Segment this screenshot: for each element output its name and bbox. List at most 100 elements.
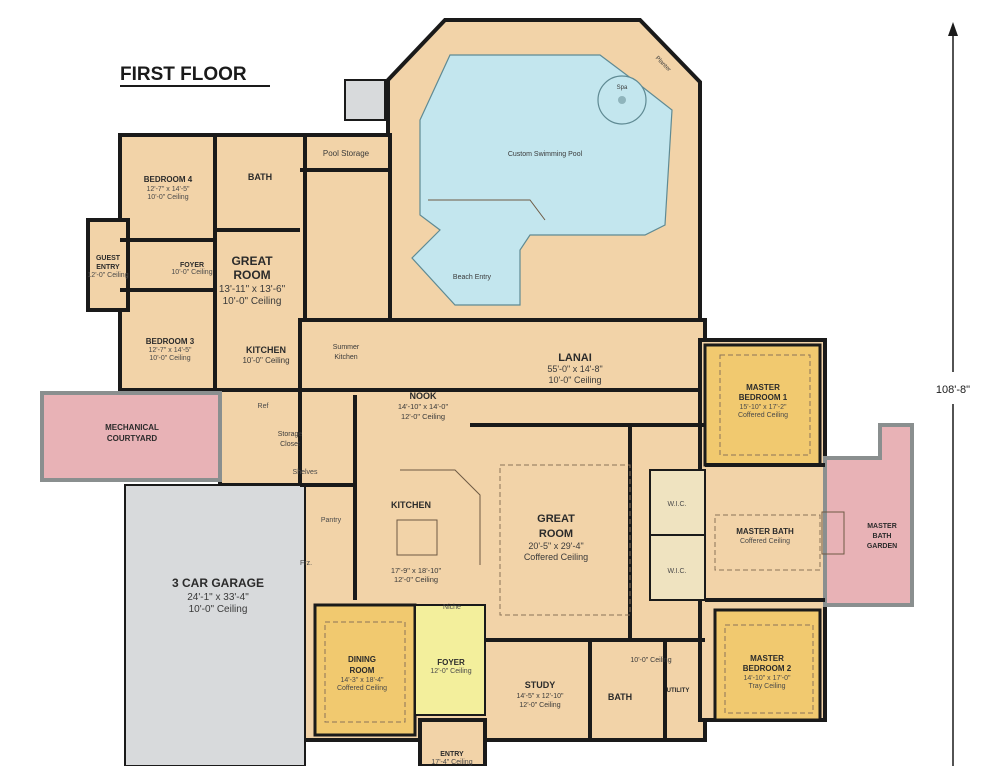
svg-text:10'-0" Ceiling: 10'-0" Ceiling — [242, 356, 289, 365]
svg-text:12'-0" Ceiling: 12'-0" Ceiling — [401, 412, 445, 421]
svg-text:17'-9" x 18'-10": 17'-9" x 18'-10" — [391, 566, 442, 575]
svg-text:MASTER: MASTER — [867, 523, 897, 530]
svg-text:15'-10" x 17'-2": 15'-10" x 17'-2" — [740, 404, 787, 411]
svg-text:Ref: Ref — [258, 403, 269, 410]
svg-text:Coffered Ceiling: Coffered Ceiling — [740, 538, 790, 545]
svg-text:12'-0" Ceiling: 12'-0" Ceiling — [87, 272, 128, 279]
svg-text:KITCHEN: KITCHEN — [391, 500, 431, 510]
svg-text:MASTER BATH: MASTER BATH — [736, 527, 794, 536]
label-pool-storage: Pool Storage — [323, 149, 370, 158]
svg-text:14'-10" x 17'-0": 14'-10" x 17'-0" — [744, 675, 791, 682]
svg-text:14'-10" x 14'-0": 14'-10" x 14'-0" — [398, 402, 449, 411]
master-bedroom-2-area — [713, 608, 822, 722]
master-bath-garden-area — [823, 423, 914, 607]
label-bedroom-3: BEDROOM 312'-7" x 14'-5"10'-0" Ceiling — [146, 337, 195, 362]
svg-text:NOOK: NOOK — [410, 391, 438, 401]
svg-text:10'-0" Ceiling: 10'-0" Ceiling — [147, 194, 188, 201]
svg-text:10'-0" Ceiling: 10'-0" Ceiling — [223, 296, 282, 307]
master-bed2-tray — [724, 624, 814, 714]
master-bedroom-1-area — [703, 343, 822, 467]
svg-text:KITCHEN: KITCHEN — [246, 345, 286, 355]
svg-text:GREAT: GREAT — [231, 254, 273, 268]
svg-text:LANAI: LANAI — [558, 352, 592, 364]
svg-text:ROOM: ROOM — [350, 666, 375, 675]
svg-text:Closet: Closet — [280, 441, 300, 448]
svg-text:24'-1" x 33'-4": 24'-1" x 33'-4" — [187, 592, 249, 603]
label-garage: 3 CAR GARAGE 24'-1" x 33'-4"10'-0" Ceilin… — [172, 576, 264, 615]
svg-text:FOYER: FOYER — [437, 658, 465, 667]
label-wic-1: W.I.C. — [667, 501, 686, 508]
label-dining-room: DINING ROOM 14'-3" x 18'-4"Coffered Ceilin… — [337, 655, 387, 692]
svg-text:3 CAR GARAGE: 3 CAR GARAGE — [172, 576, 264, 590]
svg-text:COURTYARD: COURTYARD — [107, 434, 158, 443]
svg-text:13'-11" x 13'-6": 13'-11" x 13'-6" — [219, 284, 286, 295]
kitchen-island — [396, 519, 438, 556]
label-pool: Custom Swimming Pool — [508, 151, 583, 158]
label-master-bath: MASTER BATH Coffered Ceiling — [736, 527, 794, 545]
master-bed1-coffer — [719, 354, 811, 456]
svg-text:Coffered Ceiling: Coffered Ceiling — [524, 552, 588, 562]
label-mechanical-courtyard: MECHANICAL COURTYARD — [105, 423, 159, 443]
svg-text:14'-5" x 12'-10": 14'-5" x 12'-10" — [517, 693, 564, 700]
svg-text:12'-7" x 14'-5": 12'-7" x 14'-5" — [146, 186, 190, 193]
overall-dimension-arrow — [948, 22, 958, 766]
kitchen-counter — [400, 469, 481, 565]
label-bath-lower: BATH — [608, 692, 632, 702]
svg-text:14'-3" x 18'-4": 14'-3" x 18'-4" — [340, 677, 384, 684]
svg-text:MECHANICAL: MECHANICAL — [105, 423, 159, 432]
svg-text:Summer: Summer — [333, 344, 360, 351]
svg-text:Storage: Storage — [278, 431, 303, 438]
svg-text:10'-0" Ceiling: 10'-0" Ceiling — [149, 355, 190, 362]
svg-text:GARDEN: GARDEN — [867, 543, 897, 550]
pool-equipment-pad — [344, 79, 386, 121]
svg-text:Coffered Ceiling: Coffered Ceiling — [738, 412, 788, 419]
foyer-area — [414, 604, 486, 716]
svg-text:BEDROOM 3: BEDROOM 3 — [146, 337, 195, 346]
great-room-coffer — [499, 464, 631, 616]
svg-text:GUEST: GUEST — [96, 255, 121, 262]
label-spa: Spa — [617, 85, 628, 91]
svg-text:12'-7" x 14'-5": 12'-7" x 14'-5" — [148, 347, 192, 354]
svg-text:BEDROOM 2: BEDROOM 2 — [743, 664, 792, 673]
svg-text:Tray Ceiling: Tray Ceiling — [748, 683, 785, 690]
svg-text:MASTER: MASTER — [746, 383, 780, 392]
svg-text:ENTRY: ENTRY — [96, 264, 120, 271]
svg-text:ROOM: ROOM — [233, 268, 270, 282]
svg-text:Kitchen: Kitchen — [334, 354, 357, 361]
mechanical-courtyard-area — [40, 391, 222, 482]
label-bath-upper: BATH — [248, 172, 272, 182]
svg-text:DINING: DINING — [348, 655, 376, 664]
svg-text:FOYER: FOYER — [180, 262, 204, 269]
svg-text:MASTER: MASTER — [750, 654, 784, 663]
overall-dimension-label: 108'-8" — [936, 384, 970, 396]
svg-text:10'-0" Ceiling: 10'-0" Ceiling — [189, 604, 248, 615]
svg-text:17'-4" Ceiling: 17'-4" Ceiling — [431, 759, 472, 766]
garage-area — [124, 484, 306, 766]
svg-text:Frz.: Frz. — [300, 560, 312, 567]
bathtub — [821, 511, 845, 555]
svg-text:Niche: Niche — [443, 604, 461, 611]
svg-text:BEDROOM 4: BEDROOM 4 — [144, 175, 193, 184]
svg-text:10'-0" Ceiling: 10'-0" Ceiling — [171, 269, 212, 276]
svg-text:ROOM: ROOM — [539, 528, 573, 540]
svg-text:Coffered Ceiling: Coffered Ceiling — [337, 685, 387, 692]
master-bath-coffer — [714, 514, 821, 571]
room-labels: BEDROOM 412'-7" x 14'-5"10'-0" Ceiling B… — [87, 55, 897, 766]
label-beach-entry: Beach Entry — [453, 274, 492, 281]
svg-text:12'-0" Ceiling: 12'-0" Ceiling — [430, 668, 471, 675]
label-utility: UTILITY — [667, 688, 690, 694]
svg-text:12'-0" Ceiling: 12'-0" Ceiling — [394, 575, 438, 584]
svg-text:BEDROOM 1: BEDROOM 1 — [739, 393, 788, 402]
